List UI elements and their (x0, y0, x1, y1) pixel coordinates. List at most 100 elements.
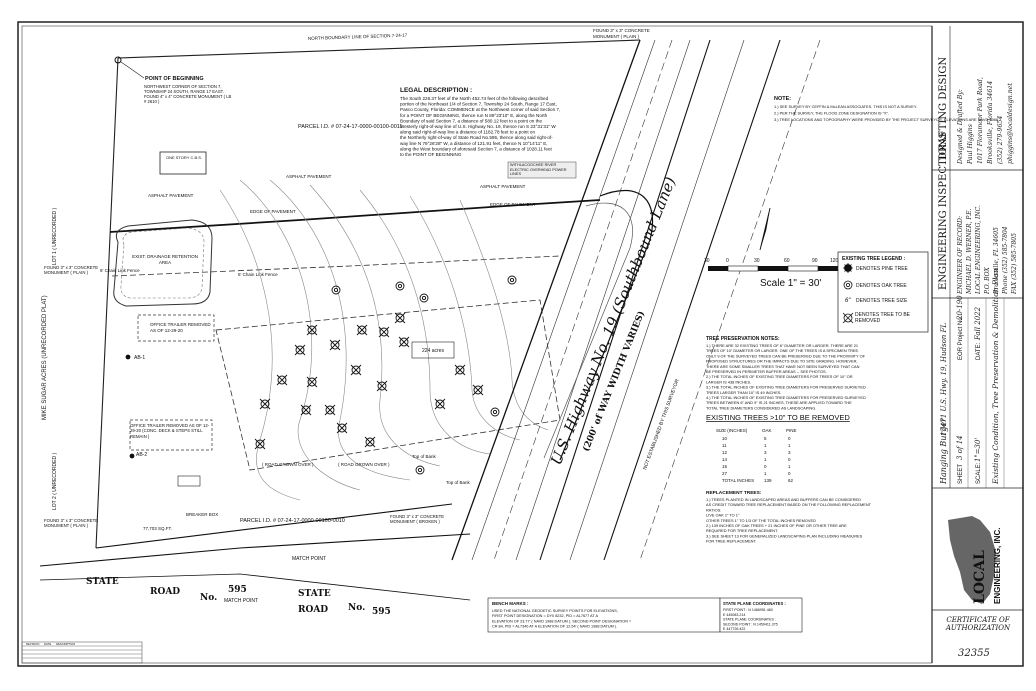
scale-block-value: 1"=30' (974, 438, 982, 462)
sheet-label: SHEET (958, 464, 964, 484)
tree-note-line: 1.) THERE ARE 32 EXISTING TREES OF 6" DI… (706, 343, 858, 348)
drafting-header: DRAFTING DESIGN (938, 57, 949, 160)
point-of-beginning-marker (114, 56, 122, 64)
acreage-label: 224 acres (422, 348, 444, 354)
legend-size: DENOTES TREE SIZE (856, 298, 908, 304)
engineering-line: Brooksville, FL 34605 (993, 227, 1000, 295)
removed-table-header-1: OAK (762, 428, 772, 433)
replacement-note-line: 3.) SEE SHEET 13 FOR GENERALIZED LANDSCA… (706, 533, 863, 538)
tree-note-line: TREES LARGER THAN 10" IS 49 INCHES. (706, 390, 781, 395)
one-story-label: ONE STORY C.B.S. (165, 155, 202, 160)
road-grown-over-2: ( ROAD GROWN OVER ) (338, 462, 390, 467)
removed-table-cell: 62 (788, 478, 794, 483)
tree-note-line: TOTAL TREE DIAMETERS CONSIDERED AS LANDS… (706, 405, 816, 410)
revision-header-2: DESCRIPTION (56, 642, 75, 646)
project-address: 17471 U.S. Hwy. 19, Hudson FL (940, 323, 948, 436)
tree-removed (294, 344, 306, 356)
chain-link-fence (111, 255, 561, 277)
state-plane-line: STATE PLANE COORDINATES : (723, 618, 776, 622)
legal-description-line: Boundary of said Section 7, a distance o… (400, 118, 542, 123)
ab-2-label: AB-2 (136, 452, 147, 458)
certificate-label: CERTIFICATE OF AUTHORIZATION (945, 616, 1011, 632)
office-trailer-2-label: OFFICE TRAILER REMOVED AS OF 12-29-20 (C… (130, 423, 210, 439)
removed-table-cell: 0 (788, 457, 791, 462)
note-line: 3.) TREE LOCATIONS AND TOPOGRAPHY WERE P… (774, 117, 999, 122)
removed-table-cell: 27 (722, 471, 728, 476)
date-value: Fall 2022 (974, 306, 982, 341)
company-line1: LOCAL (972, 550, 988, 604)
tree-notes-title: TREE PRESERVATION NOTES: (706, 336, 780, 342)
tree-oak (490, 407, 500, 417)
removed-table-cell: 12 (722, 450, 728, 455)
company-line2: ENGINEERING, INC. (993, 528, 1002, 604)
notes-title: NOTE: (774, 96, 791, 102)
engineering-lines: ENGINEER OF RECORD:MICHAEL D. WERNER, P.… (957, 205, 1018, 295)
removed-table-cell: 0 (788, 436, 791, 441)
replacement-note-line: AS CREDIT TOWARD TREE REPLACEMENT BASED … (706, 502, 872, 507)
tree-removed (472, 384, 484, 396)
edge-of-pavement-line (109, 199, 601, 233)
certificate-number: 32355 (958, 648, 990, 659)
revision-header-1: DATE (44, 642, 51, 646)
sheet-border (17, 21, 1024, 667)
found-monument-sw-label: FOUND 3" x 3" CONCRETE MONUMENT ( PLAIN … (44, 518, 99, 529)
tree-removed (259, 398, 271, 410)
removed-table-cell: 15 (722, 464, 728, 469)
removed-table-cell: 0 (788, 471, 791, 476)
lot-2-label: LOT 2 ( UNRECORDED ) (52, 453, 58, 510)
drafting-line: (352) 279-9654 (997, 116, 1004, 164)
asphalt-pavement-3: ASPHALT PAVEMENT (480, 184, 526, 189)
retention-area-inner (120, 227, 205, 299)
contour-1 (239, 179, 361, 491)
acreage-box (411, 341, 455, 359)
sr595-north-row (39, 533, 471, 567)
removed-table-cell: 0 (764, 464, 767, 469)
state-plane-line: SECOND POINT : N 1459411.375 (723, 622, 778, 626)
sheet-title: Existing Condition, Tree Preservation & … (991, 268, 1000, 485)
legal-description-title: LEGAL DESCRIPTION : (400, 87, 472, 94)
removed-table-header-0: SIZE (INCHES) (716, 428, 748, 433)
tree-removed (306, 376, 318, 388)
tree-removed (356, 324, 368, 336)
one-story-building (159, 151, 207, 175)
legal-description-line: portion of the Northeast 1/4 of Section … (400, 102, 557, 107)
found-monument-top-label: FOUND 3" x 3" CONCRETE MONUMENT ( PLAIN … (593, 28, 650, 39)
tree-note-line: THERE ARE SOME SMALLER TREES THAT HAVE N… (706, 364, 860, 369)
drafting-line: phiggins@localdesign.net (1007, 83, 1014, 164)
point-of-beginning-label: POINT OF BEGINNING (145, 76, 204, 82)
legal-description-line: along said right-of-way line a distance … (400, 130, 535, 135)
edge-of-pavement-label-2: EDGE OF PAVEMENT (490, 202, 536, 207)
office-trailer-1-label: OFFICE TRAILER REMOVED AS OF 12-29-20 (150, 322, 211, 333)
benchmark-line: ELEVATION OF 23.77' ( NAVD 1988 DATUM ).… (492, 619, 632, 623)
north-arrow (759, 207, 771, 251)
tree-note-line: 2.) THE TOTAL INCHES OF EXISTING TREE DI… (706, 374, 853, 379)
tree-removed (350, 364, 362, 376)
drafting-line: Brooksville, Florida 34614 (987, 81, 994, 165)
drafting-line: 1017 Floramoor Park Road, (977, 77, 984, 164)
tree-note-line: LARGER IS 438 INCHES. (706, 379, 751, 384)
logo-florida-icon (948, 516, 996, 604)
legal-description-line: along the West boundary of aforesaid Sec… (400, 146, 553, 151)
breaker-box-label: BREAKER BOX (186, 512, 218, 517)
state-road-2-state: STATE (298, 589, 331, 599)
tree-removed (336, 422, 348, 434)
legal-description-line: The South 226.37 feet of the North 452.7… (400, 96, 549, 101)
tree-removed (324, 404, 336, 416)
south-boundary-line (95, 503, 453, 549)
benchmark-line: USED THE NATIONAL GEODETIC SURVEY POINTS… (492, 609, 618, 613)
mike-sugar-label: MIKE SUGAR ACRES (UNRECORDED PLAT) (42, 295, 48, 420)
company-logo: LOCAL ENGINEERING, INC. (948, 516, 1002, 604)
tree-note-line: 4.) THE TOTAL INCHES OF EXISTING TREE DI… (706, 395, 866, 400)
tree-removed (378, 326, 390, 338)
legend-removed: DENOTES TREE TO BE REMOVED (855, 312, 911, 324)
engineering-header: ENGINEERING INSPECTIONS (938, 131, 949, 290)
tree-note-line: 3.) THE TOTAL INCHES OF EXISTING TREE DI… (706, 385, 866, 390)
scale-tick-5: 120 (830, 258, 839, 264)
breaker-box (177, 475, 201, 487)
state-plane-title: STATE PLANE COORDINATES : (723, 601, 786, 606)
parcel-id-north: PARCEL I.D. # 07-24-17-0000-00100-0011 (298, 124, 402, 130)
legal-description-line: to the POINT OF BEGINNING (400, 152, 462, 157)
north-boundary-line (117, 39, 641, 59)
